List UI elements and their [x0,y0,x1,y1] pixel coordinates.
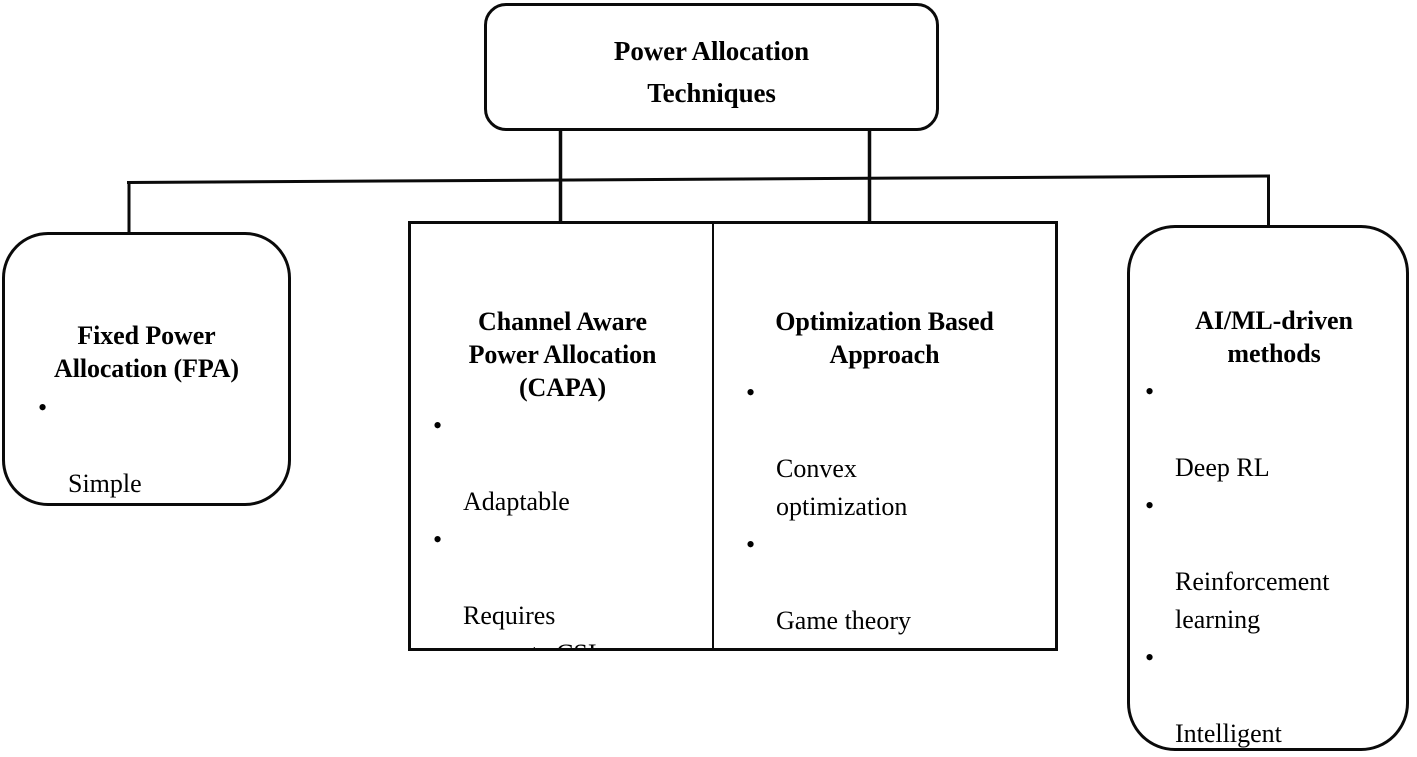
bullet-list: • Adaptable • Requires accurate CSI • Mo… [411,407,714,648]
bullet-icon: • [1145,491,1155,520]
bullet-icon: • [433,525,443,554]
list-item-label: Intelligent [1175,719,1282,748]
list-item: • Adaptable [433,407,714,521]
bullet-icon: • [746,378,756,407]
list-item: • Robust [746,640,1055,648]
node-optimization-based-approach[interactable]: Optimization Based Approach • Convex opt… [712,221,1058,651]
bullet-list: • Simple • Suboptimal [5,389,288,506]
list-item: • Deep RL [1145,373,1406,487]
list-item: • Convex optimization [746,374,1055,526]
list-item: • Requires accurate CSI [433,521,714,648]
list-item-label: Requires accurate CSI [463,601,597,648]
list-item-label: Convex optimization [776,454,908,521]
node-ai-ml-driven-methods[interactable]: AI/ML-driven methods • Deep RL • Reinfor… [1127,225,1409,751]
bus-line [126,174,1271,184]
list-item-label: Deep RL [1175,453,1270,482]
list-item: • Simple [38,389,288,503]
node-power-allocation-techniques[interactable]: Power Allocation Techniques [484,3,939,131]
bullet-icon: • [38,393,48,422]
list-item-label: Adaptable [463,487,570,516]
node-title: Channel Aware Power Allocation (CAPA) [468,307,657,402]
bullet-icon: • [38,503,47,506]
list-item: • Intelligent [1145,639,1406,748]
list-item: • Game theory [746,526,1055,640]
bullet-icon: • [1145,643,1155,672]
bullet-icon: • [746,640,755,648]
bullet-icon: • [1145,377,1155,406]
node-channel-aware-power-allocation[interactable]: Channel Aware Power Allocation (CAPA) • … [408,221,714,651]
bullet-list: • Convex optimization • Game theory • Ro… [714,374,1055,648]
node-title: Fixed Power Allocation (FPA) [54,321,239,383]
bullet-icon: • [433,411,443,440]
bullet-list: • Deep RL • Reinforcement learning • Int… [1130,373,1406,748]
node-fixed-power-allocation[interactable]: Fixed Power Allocation (FPA) • Simple • … [2,232,291,506]
list-item-label: Simple [68,469,142,498]
list-item-label: Game theory [776,606,912,635]
node-title: Optimization Based Approach [775,307,994,369]
list-item-label: Reinforcement learning [1175,567,1330,634]
node-title: AI/ML-driven methods [1195,306,1353,368]
node-title: Power Allocation Techniques [613,36,810,108]
list-item: • Reinforcement learning [1145,487,1406,639]
list-item: • Suboptimal [38,503,288,506]
bullet-icon: • [746,530,756,559]
